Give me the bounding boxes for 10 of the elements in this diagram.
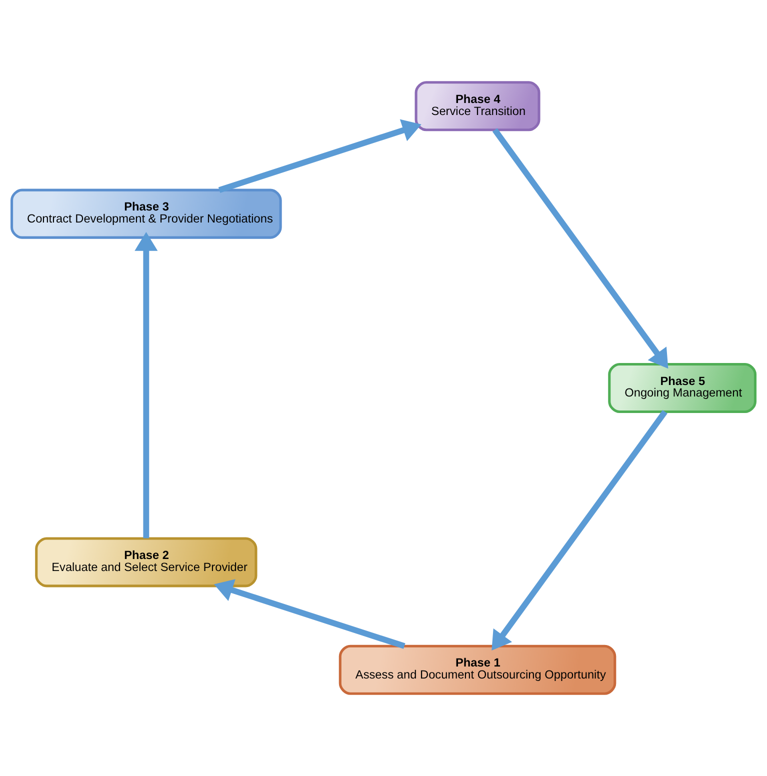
node-box: Phase 4 Service Transition (414, 81, 540, 132)
node-box: Phase 3 Contract Development & Provider Negotiations (10, 188, 282, 239)
node-box: Phase 2 Evaluate and Select Service Provider (35, 537, 258, 588)
arrow (214, 579, 406, 649)
arrow (218, 119, 422, 193)
node-box: Phase 5 Ongoing Management (608, 362, 756, 414)
arrow (134, 232, 158, 538)
arrow (492, 128, 668, 369)
arrow (492, 410, 668, 650)
node-box: Phase 1 Assess and Document Outsourcing Opportunity (338, 644, 616, 695)
